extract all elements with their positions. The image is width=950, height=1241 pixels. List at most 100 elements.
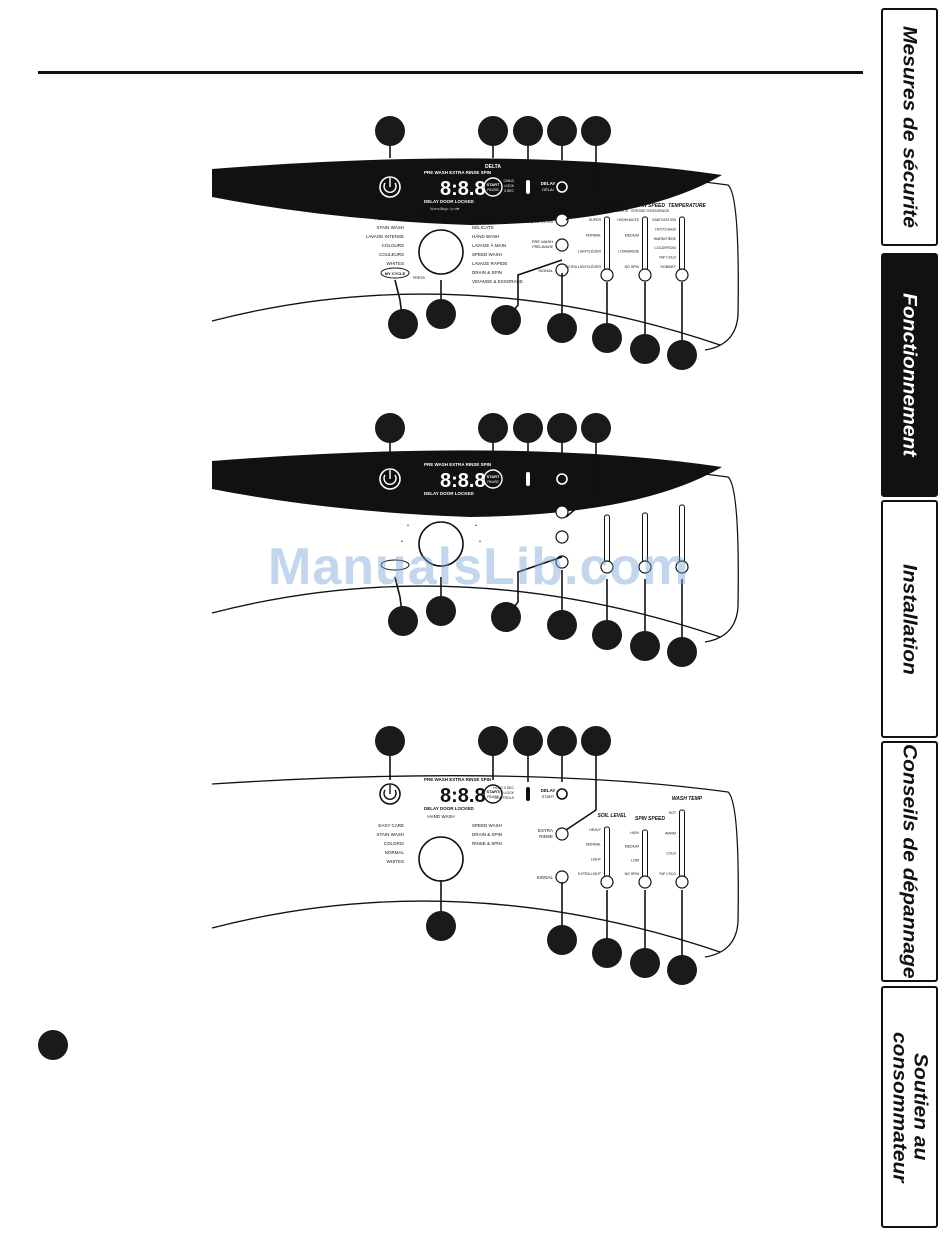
soil-button [600, 875, 614, 889]
start-label: START [486, 182, 500, 187]
callout-panel2 [375, 413, 405, 443]
cycle-label-left: COLORS/ [384, 841, 405, 846]
cycle-label-left: COULEURS [379, 252, 404, 257]
callout-panel3 [667, 955, 697, 985]
soil-level-label: HEAVY [589, 828, 601, 832]
tab-mesures-de-securite[interactable]: Mesures de sécurité [881, 8, 938, 246]
option-label: SIGNAL [536, 875, 553, 880]
soil-level-label: EXTRA LIGHT/LÉGER [565, 264, 601, 269]
cycle-knob [418, 521, 464, 567]
cycle-label-right: SPEED WASH [472, 823, 502, 828]
signal-button [555, 555, 569, 569]
spin-level-label: NO SPIN [625, 265, 640, 269]
callout-panel1 [581, 116, 611, 146]
lcd-bottom-label: DELAY DOOR LOCKED [424, 806, 475, 811]
cycle-knob [418, 836, 464, 882]
cycle-label-top: VÊTEMENTS SPORT [419, 210, 463, 217]
temp-level-label: COLD/FROID [654, 246, 676, 250]
soil-level-label: NORMAL [586, 843, 601, 847]
cycle-marker: • [427, 501, 429, 507]
callout-panel2 [630, 631, 660, 661]
soil-title: SOIL LEVEL [597, 203, 626, 209]
soil-slider [604, 826, 610, 878]
cycle-marker: • [440, 499, 442, 505]
soil-button [600, 268, 614, 282]
delay-button [556, 473, 568, 485]
tab-fonctionnement[interactable]: Fonctionnement [881, 253, 938, 497]
child-lock-indicator [526, 787, 530, 801]
my-cycle-button [380, 559, 410, 571]
power-icon [383, 474, 397, 485]
cycle-label-top: HAND WASH [427, 814, 454, 819]
child-lock-label: HOLD 3 SEC [493, 786, 514, 790]
callout-panel2 [426, 596, 456, 626]
start-label: START [486, 789, 500, 794]
spin-level-label: LOW/BASSE [618, 249, 639, 253]
callout-panel1 [375, 116, 405, 146]
delay-button [556, 788, 568, 800]
cycle-marker: • [414, 508, 416, 514]
cycle-label-right: LAVAGE RAPIDE [472, 261, 507, 266]
cycle-marker: • [479, 539, 481, 545]
lcd-top-label: PRE WASH EXTRA RINSE SPIN [424, 462, 491, 467]
start-sub-label: PAUSE [487, 188, 499, 192]
callout-panel3 [547, 925, 577, 955]
cycle-label-right: DELICATES [472, 216, 497, 221]
callout-panel2 [547, 413, 577, 443]
delay-label: DELAY [541, 788, 556, 793]
callout-panel3 [478, 726, 508, 756]
soil-slider [604, 216, 610, 271]
soil-title: SOIL LEVEL [597, 813, 626, 819]
cycle-label-right: DRAIN & SPIN [472, 832, 502, 837]
callout-panel1 [388, 309, 418, 339]
cycle-label-right: LAVAGE À MAIN [472, 242, 506, 248]
start-pause-button [483, 177, 503, 197]
tab-installation[interactable]: Installation [881, 500, 938, 738]
callout-panel1 [478, 116, 508, 146]
temp-button [675, 875, 689, 889]
soil-level-label: SUPER [589, 218, 602, 222]
temp-title: TEMPERATURE [668, 203, 706, 209]
lcd-top-label: PRE WASH EXTRA RINSE SPIN [424, 777, 491, 782]
cycle-label-left: LAVAGE INTENSE [366, 234, 404, 239]
cycle-marker: • [453, 501, 455, 507]
option-label: EXTRA RINSE [527, 214, 554, 219]
cycle-label-right: DRAIN & SPIN [472, 270, 502, 275]
spin-level-label: LOW [631, 858, 640, 862]
cycle-label-right: HAND WASH [472, 234, 499, 239]
spin-level-label: MEDIUM [625, 845, 639, 849]
callout-panel1 [491, 305, 521, 335]
option-label: PRE WASH [532, 239, 553, 244]
soil-button [600, 560, 614, 574]
callout-panel2 [547, 610, 577, 640]
callout-panel1 [513, 116, 543, 146]
spin-slider [642, 829, 648, 878]
lcd-top-label: PRE WASH EXTRA RINSE SPIN [424, 170, 491, 175]
knob-sub-label: PRESS [413, 276, 426, 280]
callout-panel3 [513, 726, 543, 756]
start-sub-label: PAUSE [487, 795, 499, 799]
my-cycle-button [380, 267, 410, 279]
start-pause-button [483, 784, 503, 804]
top-rule [38, 71, 863, 74]
callout-panel3-leader [565, 741, 597, 831]
child-lock-label: CONTROLS [495, 796, 515, 800]
delta-label: DELTA [485, 164, 501, 170]
temp-level-label: COLD [666, 852, 676, 856]
callout-panel2 [491, 602, 521, 632]
spin-level-label: NO SPIN [625, 872, 640, 876]
cycle-label-left: WHITES [387, 261, 405, 266]
option-label: SIGNAL [538, 268, 553, 273]
cycle-label-left: COLOURS [382, 243, 404, 248]
power-icon [383, 789, 397, 800]
callout-panel3 [375, 726, 405, 756]
start-label: START [486, 474, 500, 479]
tab-conseils-de-depannage[interactable]: Conseils de dépannage [881, 741, 938, 982]
panel-lower-curve [211, 585, 721, 638]
callout-panel1 [592, 323, 622, 353]
cycle-label-right: SPEED WASH [472, 252, 502, 257]
